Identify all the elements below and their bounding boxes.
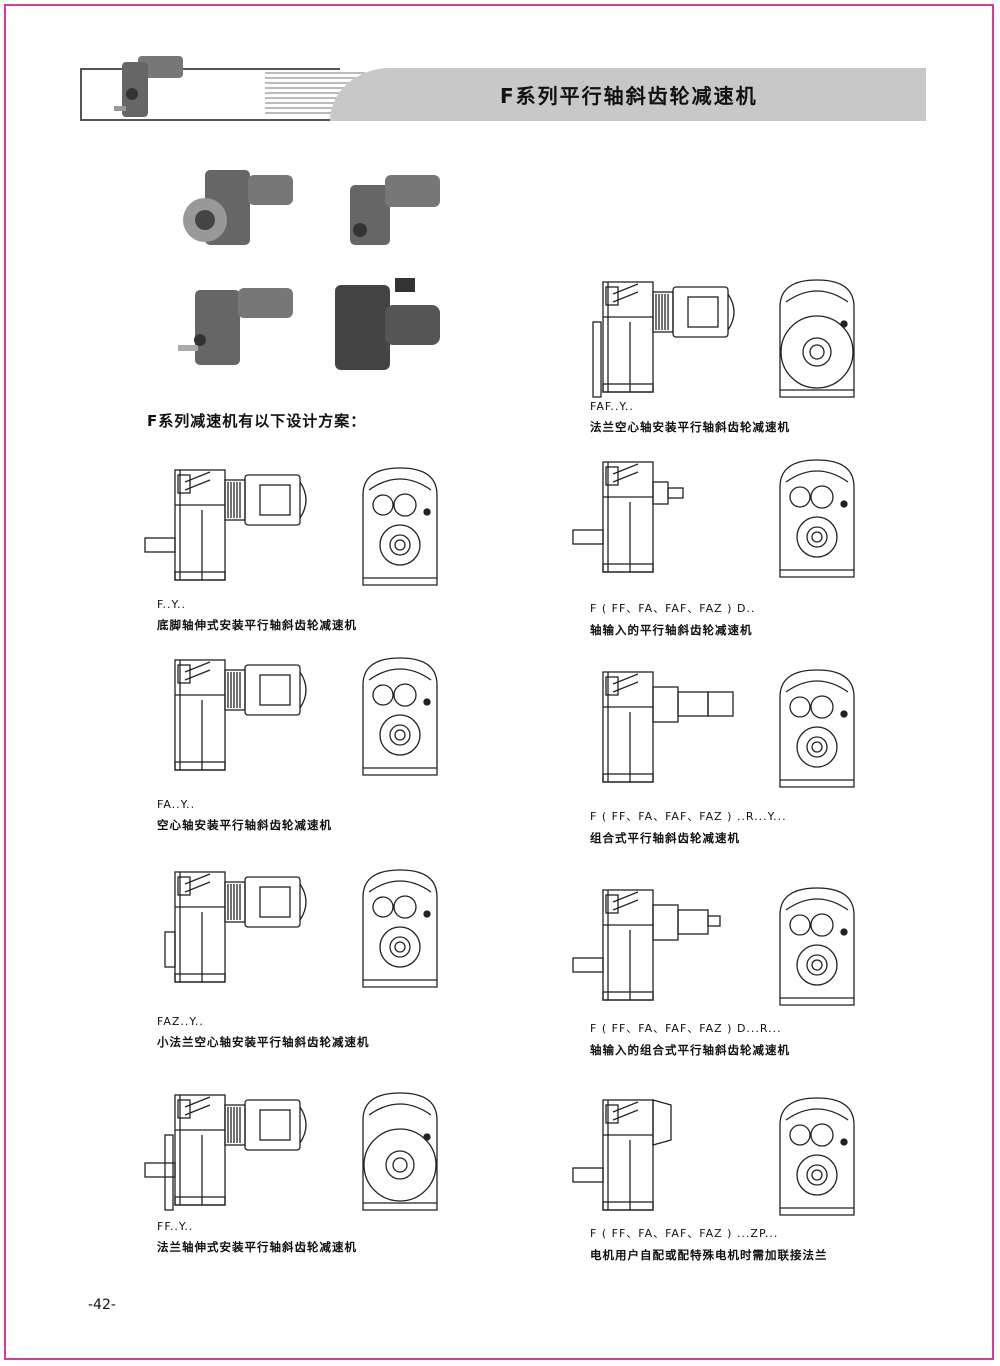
model-description: 轴输入的平行轴斜齿轮减速机 [590, 623, 753, 637]
model-code: F ( FF、FA、FAF、FAZ ) D...R... [590, 1022, 782, 1035]
model-code: FF..Y.. [157, 1220, 194, 1233]
product-photos [170, 160, 445, 390]
model-code: FAZ..Y.. [157, 1015, 204, 1028]
model-description: 空心轴安装平行轴斜齿轮减速机 [157, 818, 332, 832]
side-view-drawing [572, 1099, 672, 1211]
intro-heading: F系列减速机有以下设计方案： [147, 412, 367, 430]
photo-gear-hollow [350, 175, 440, 245]
model-description: 底脚轴伸式安装平行轴斜齿轮减速机 [157, 618, 357, 632]
front-view-drawing [362, 869, 438, 988]
model-code: F ( FF、FA、FAF、FAZ ) ...ZP... [590, 1227, 779, 1240]
model-description: 电机用户自配或配特殊电机时需加联接法兰 [590, 1248, 828, 1262]
model-code: FA..Y.. [157, 798, 196, 811]
model-code: F ( FF、FA、FAF、FAZ ) ..R...Y... [590, 810, 787, 823]
design-option: F ( FF、FA、FAF、FAZ ) D.. 轴输入的平行轴斜齿轮减速机 [590, 600, 755, 638]
side-view-drawing [174, 659, 307, 771]
front-view-drawing [362, 467, 438, 586]
photo-gear-large [335, 278, 440, 370]
front-view-drawing [362, 657, 438, 776]
page-number: -42- [88, 1297, 116, 1313]
model-description: 组合式平行轴斜齿轮减速机 [590, 831, 740, 845]
front-view-drawing [362, 1092, 438, 1211]
side-view-drawing [144, 1094, 307, 1211]
side-view-drawing [164, 871, 307, 983]
front-view-drawing [779, 669, 855, 788]
design-option: F..Y.. 底脚轴伸式安装平行轴斜齿轮减速机 [157, 598, 357, 633]
front-view-drawing [779, 1097, 855, 1216]
side-view-drawing [572, 461, 684, 573]
header-band: F系列平行轴斜齿轮减速机 [80, 56, 926, 121]
model-description: 法兰空心轴安装平行轴斜齿轮减速机 [590, 420, 790, 434]
design-option: FA..Y.. 空心轴安装平行轴斜齿轮减速机 [157, 798, 332, 833]
model-description: 小法兰空心轴安装平行轴斜齿轮减速机 [157, 1035, 370, 1049]
model-description: 法兰轴伸式安装平行轴斜齿轮减速机 [157, 1240, 357, 1254]
photo-gear-shaft [178, 288, 293, 365]
page-title: F系列平行轴斜齿轮减速机 [500, 84, 758, 108]
photo-gear-flange [183, 170, 293, 245]
design-option: FAF..Y.. 法兰空心轴安装平行轴斜齿轮减速机 [590, 400, 790, 435]
model-code: FAF..Y.. [590, 400, 634, 413]
side-view-drawing [592, 281, 735, 398]
side-view-drawing [602, 671, 734, 783]
model-description: 轴输入的组合式平行轴斜齿轮减速机 [590, 1043, 790, 1057]
model-code: F ( FF、FA、FAF、FAZ ) D.. [590, 602, 756, 615]
side-view-drawing [572, 889, 721, 1001]
model-code: F..Y.. [157, 598, 187, 611]
front-view-drawing [779, 279, 855, 398]
gear-reducer-icon [114, 56, 183, 117]
design-option: F ( FF、FA、FAF、FAZ ) ...ZP... 电机用户自配或配特殊电机… [590, 1225, 828, 1263]
design-option: F ( FF、FA、FAF、FAZ ) D...R... 轴输入的组合式平行轴斜齿… [590, 1020, 790, 1058]
design-option: F ( FF、FA、FAF、FAZ ) ..R...Y... 组合式平行轴斜齿轮减… [590, 808, 787, 846]
front-view-drawing [779, 887, 855, 1006]
front-view-drawing [779, 459, 855, 578]
side-view-drawing [144, 469, 307, 581]
page-border [4, 4, 994, 1360]
design-option: FF..Y.. 法兰轴伸式安装平行轴斜齿轮减速机 [157, 1220, 357, 1255]
design-option: FAZ..Y.. 小法兰空心轴安装平行轴斜齿轮减速机 [157, 1015, 370, 1050]
